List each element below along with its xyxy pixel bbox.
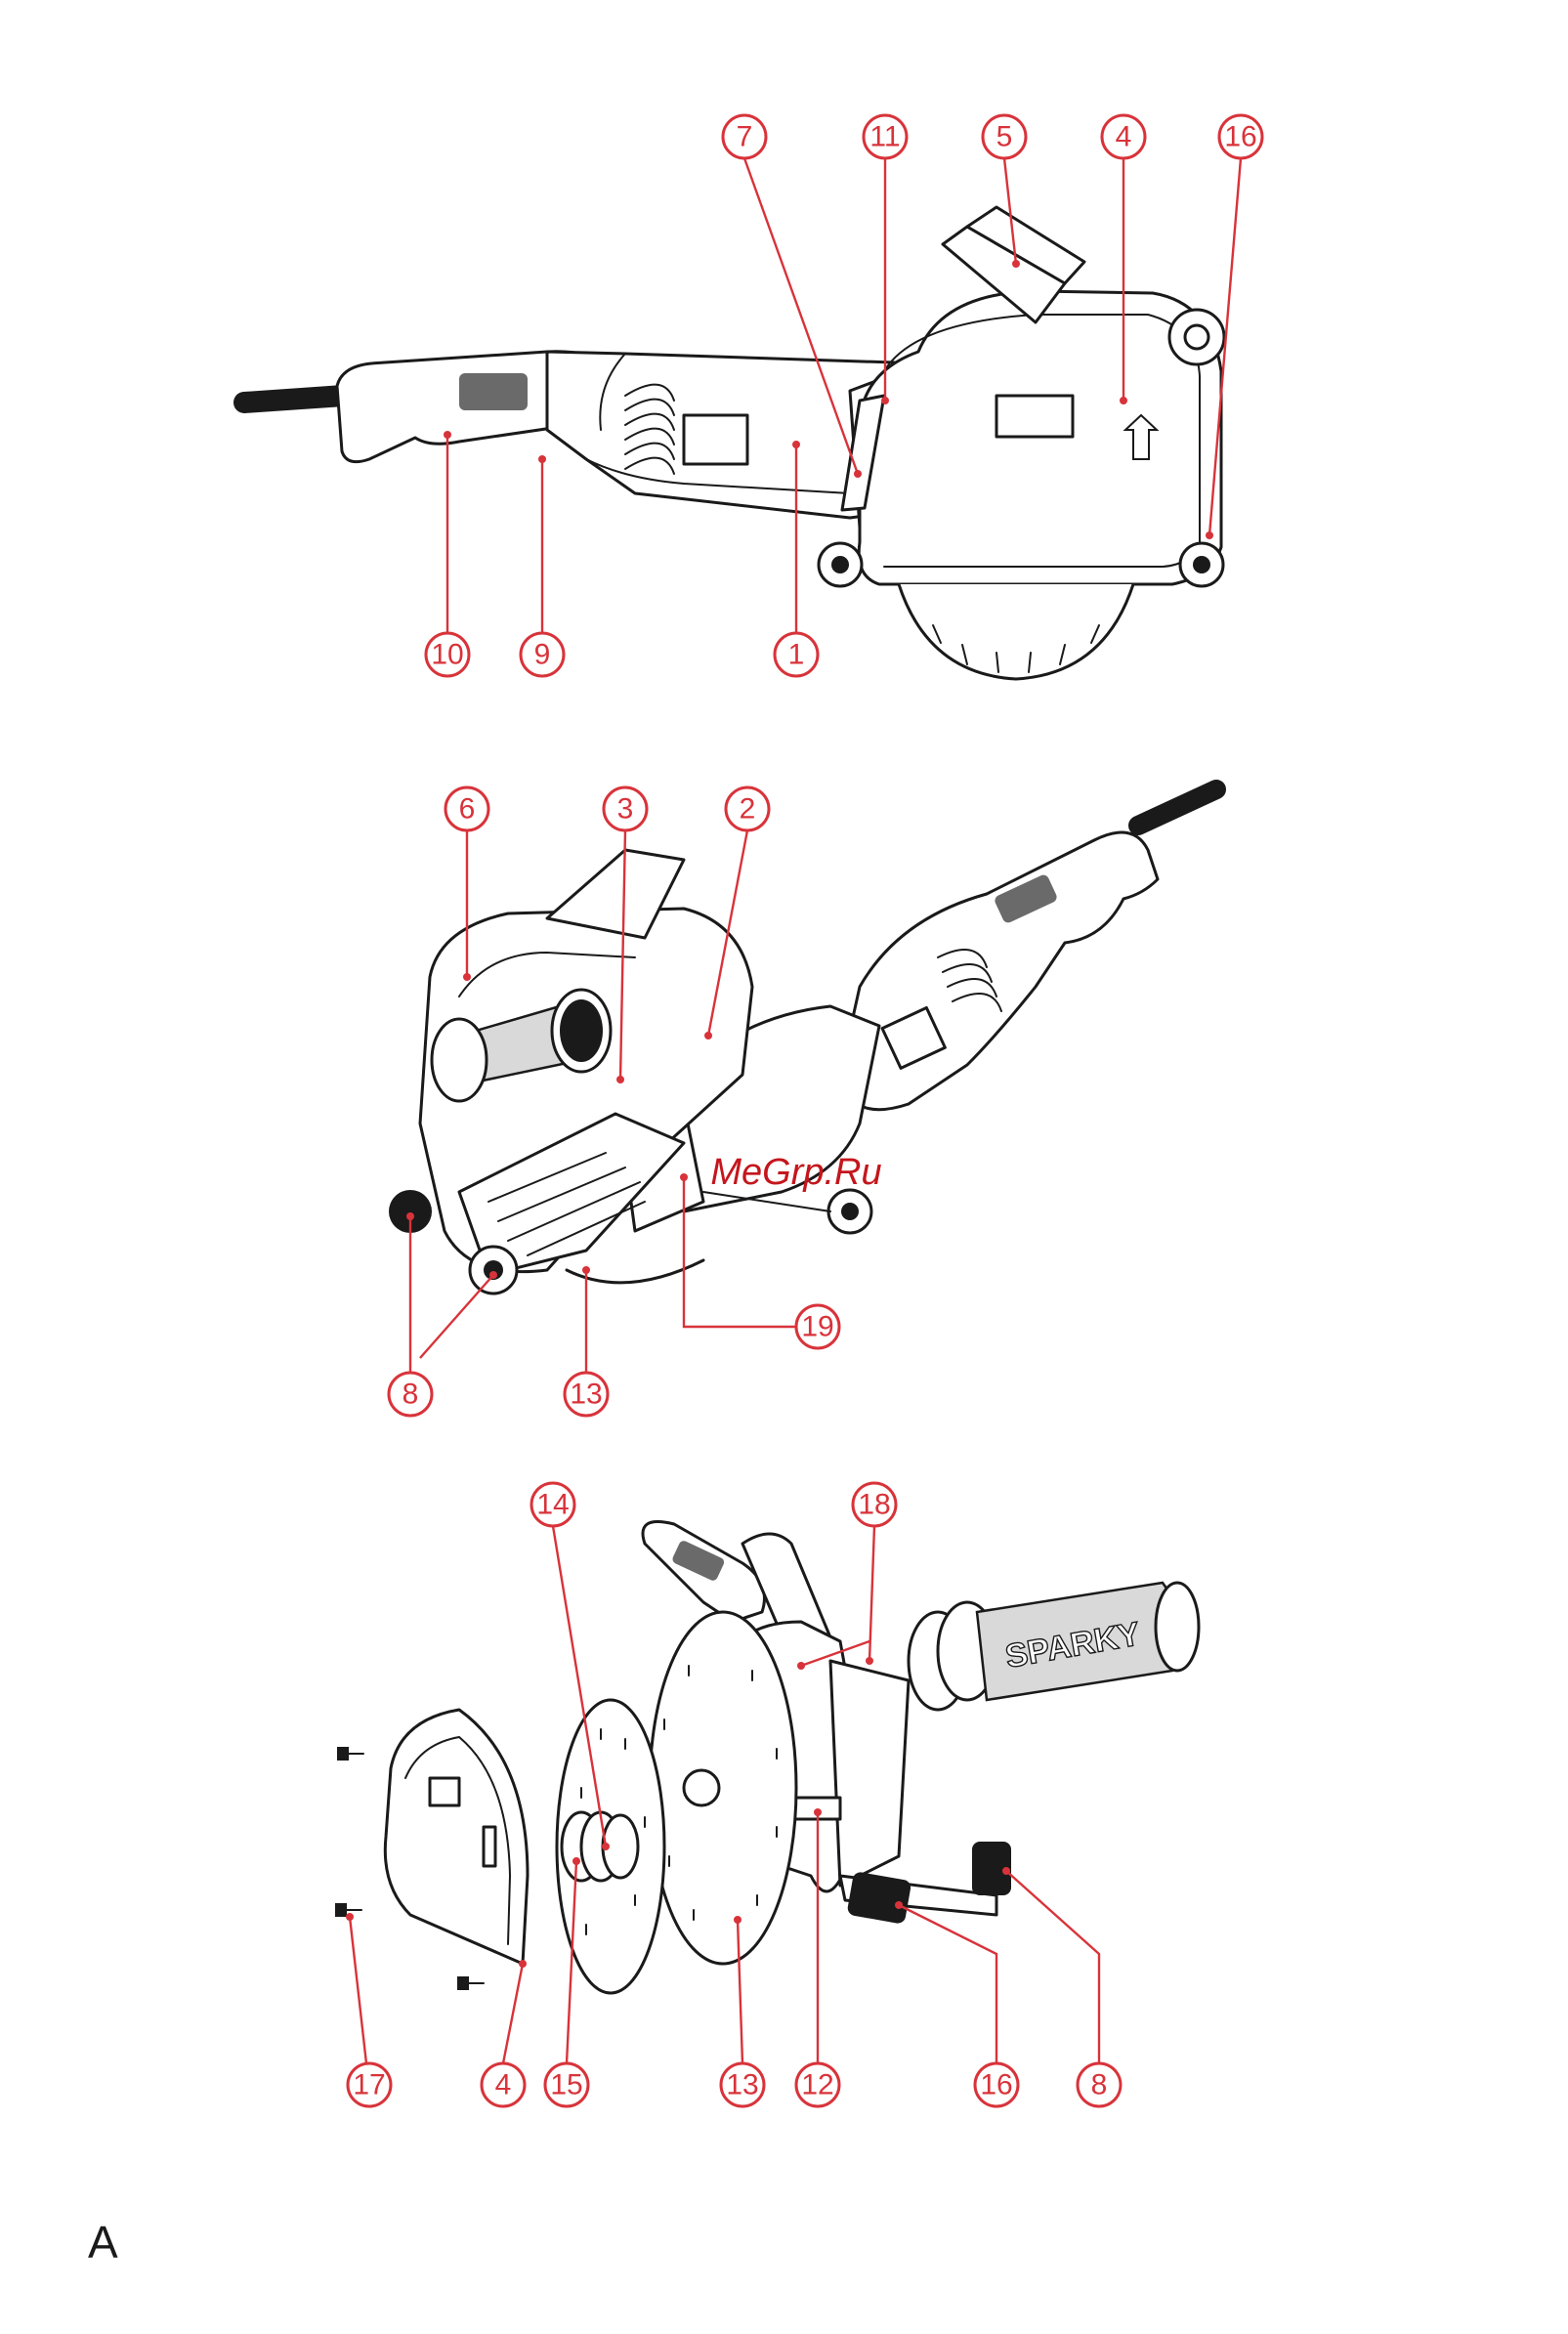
flange-nut: [562, 1812, 638, 1881]
callout-5: 5: [983, 115, 1026, 158]
callout-8-front: 8: [389, 1373, 432, 1416]
callout-9-label: 9: [534, 639, 551, 671]
callout-14-label: 14: [536, 1489, 569, 1521]
figure-label: A: [88, 2216, 118, 2269]
callout-16: 16: [1219, 115, 1262, 158]
guard-frame: [830, 1661, 909, 1886]
callout-15: 15: [545, 2063, 588, 2106]
callout-4-label: 4: [1116, 121, 1132, 153]
callout-17: 17: [348, 2063, 391, 2106]
callout-12: 12: [796, 2063, 839, 2106]
callout-4-exploded-label: 4: [495, 2069, 512, 2101]
view-side: [244, 207, 1224, 679]
sight-window: [996, 396, 1073, 437]
roller-16: [846, 1871, 911, 1925]
side-handle-3: SPARKY: [909, 1583, 1199, 1710]
rating-plate: [684, 415, 747, 464]
callout-17-label: 17: [353, 2069, 385, 2101]
callout-11-label: 11: [869, 121, 900, 153]
power-cord: [244, 396, 344, 403]
callout-13-front-label: 13: [570, 1379, 602, 1411]
callout-15-label: 15: [550, 2069, 582, 2101]
callout-18: 18: [853, 1483, 896, 1526]
callout-12-label: 12: [801, 2069, 833, 2101]
callout-5-label: 5: [996, 121, 1013, 153]
callout-10-label: 10: [431, 639, 463, 671]
callout-16-exploded-label: 16: [980, 2069, 1012, 2101]
callout-6-label: 6: [459, 793, 476, 826]
callout-19-label: 19: [801, 1311, 833, 1343]
callout-16-label: 16: [1224, 121, 1256, 153]
callout-2: 2: [726, 787, 769, 830]
callout-8-exploded: 8: [1078, 2063, 1121, 2106]
callout-13-exploded-label: 13: [726, 2069, 758, 2101]
callout-4-exploded: 4: [482, 2063, 525, 2106]
callout-13-exploded: 13: [721, 2063, 764, 2106]
rear-handle-2: [840, 832, 1158, 1110]
callout-9: 9: [521, 633, 564, 676]
callout-8-exploded-label: 8: [1091, 2069, 1108, 2101]
callout-6: 6: [445, 787, 488, 830]
callout-8-front-label: 8: [403, 1379, 419, 1411]
rear-vent: [459, 373, 528, 410]
callout-1: 1: [775, 633, 818, 676]
callout-16-exploded: 16: [975, 2063, 1018, 2106]
power-cord-2: [1138, 789, 1216, 826]
view-exploded: SPARKY: [335, 1522, 1199, 1994]
diamond-disc-outer: [650, 1612, 796, 1964]
callout-7-label: 7: [737, 121, 753, 153]
watermark: MeGrp.Ru: [710, 1152, 881, 1193]
callout-3-label: 3: [617, 793, 634, 826]
callout-2-label: 2: [740, 793, 756, 826]
callout-11: 11: [864, 115, 907, 158]
cutting-disc: [899, 584, 1133, 679]
callout-7: 7: [723, 115, 766, 158]
callout-4: 4: [1102, 115, 1145, 158]
callout-1-label: 1: [788, 639, 805, 671]
view-front: MeGrp.Ru: [389, 789, 1216, 1294]
callout-3: 3: [604, 787, 647, 830]
callout-18-label: 18: [858, 1489, 890, 1521]
callout-13-front: 13: [565, 1373, 608, 1416]
callout-14: 14: [531, 1483, 574, 1526]
callout-19: 19: [796, 1305, 839, 1348]
callout-10: 10: [426, 633, 469, 676]
